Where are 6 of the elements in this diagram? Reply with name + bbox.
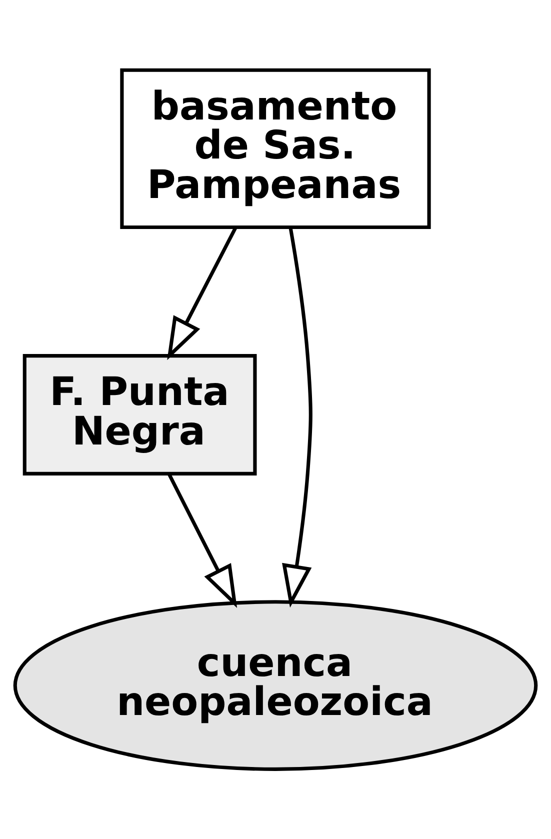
arrow bbox=[167, 227, 238, 360]
arrow bbox=[167, 473, 238, 608]
node-box: F. Punta Negra bbox=[22, 354, 257, 476]
arrow bbox=[282, 227, 312, 608]
node-ellipse: cuenca neopaleozoica bbox=[13, 600, 538, 771]
node-box: basamento de Sas. Pampeanas bbox=[120, 68, 431, 230]
